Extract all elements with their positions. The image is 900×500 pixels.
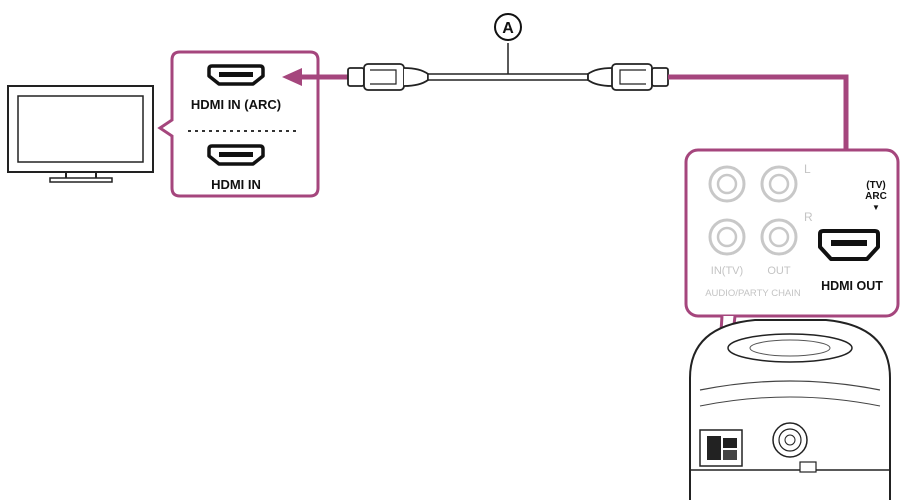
hdmi-out-label: HDMI OUT [821,279,883,293]
hdmi-cable [347,43,669,91]
jack-out-label: OUT [767,265,791,277]
cable-callout-letter: A [502,20,514,37]
tv-icon [7,85,154,183]
rca-jack-icon [760,165,798,203]
hdmi-in-port-icon [207,144,265,166]
cable-callout-marker: A [494,13,522,41]
tv-arc-marker: ▼ [872,203,880,212]
cable-plug-left-icon [347,63,429,91]
hdmi-in-label: HDMI IN [211,177,261,192]
channel-left-label: L [804,162,811,176]
tv-arc-label-line1: (TV) [866,180,885,191]
tv-hdmi-panel: HDMI IN (ARC) HDMI IN [157,50,320,198]
fan-grille-icon [772,422,808,458]
rca-jack-icon [708,218,746,256]
speaker-panel: L R IN(TV) OUT AUDIO/PARTY CHAIN (TV) AR… [684,148,900,427]
tv-arc-label-line2: ARC [865,191,887,202]
channel-right-label: R [804,210,813,224]
speaker-unit-icon [689,319,891,500]
cable-plug-right-icon [587,63,669,91]
rca-jack-icon [708,165,746,203]
hdmi-in-arc-label: HDMI IN (ARC) [191,97,281,112]
audio-party-chain-label: AUDIO/PARTY CHAIN [705,288,801,299]
arrow-to-tv [282,68,348,86]
hdmi-in-arc-port-icon [207,64,265,86]
hdmi-out-port-icon [818,229,880,261]
jack-in-tv-label: IN(TV) [711,265,743,277]
rca-jack-icon [760,218,798,256]
